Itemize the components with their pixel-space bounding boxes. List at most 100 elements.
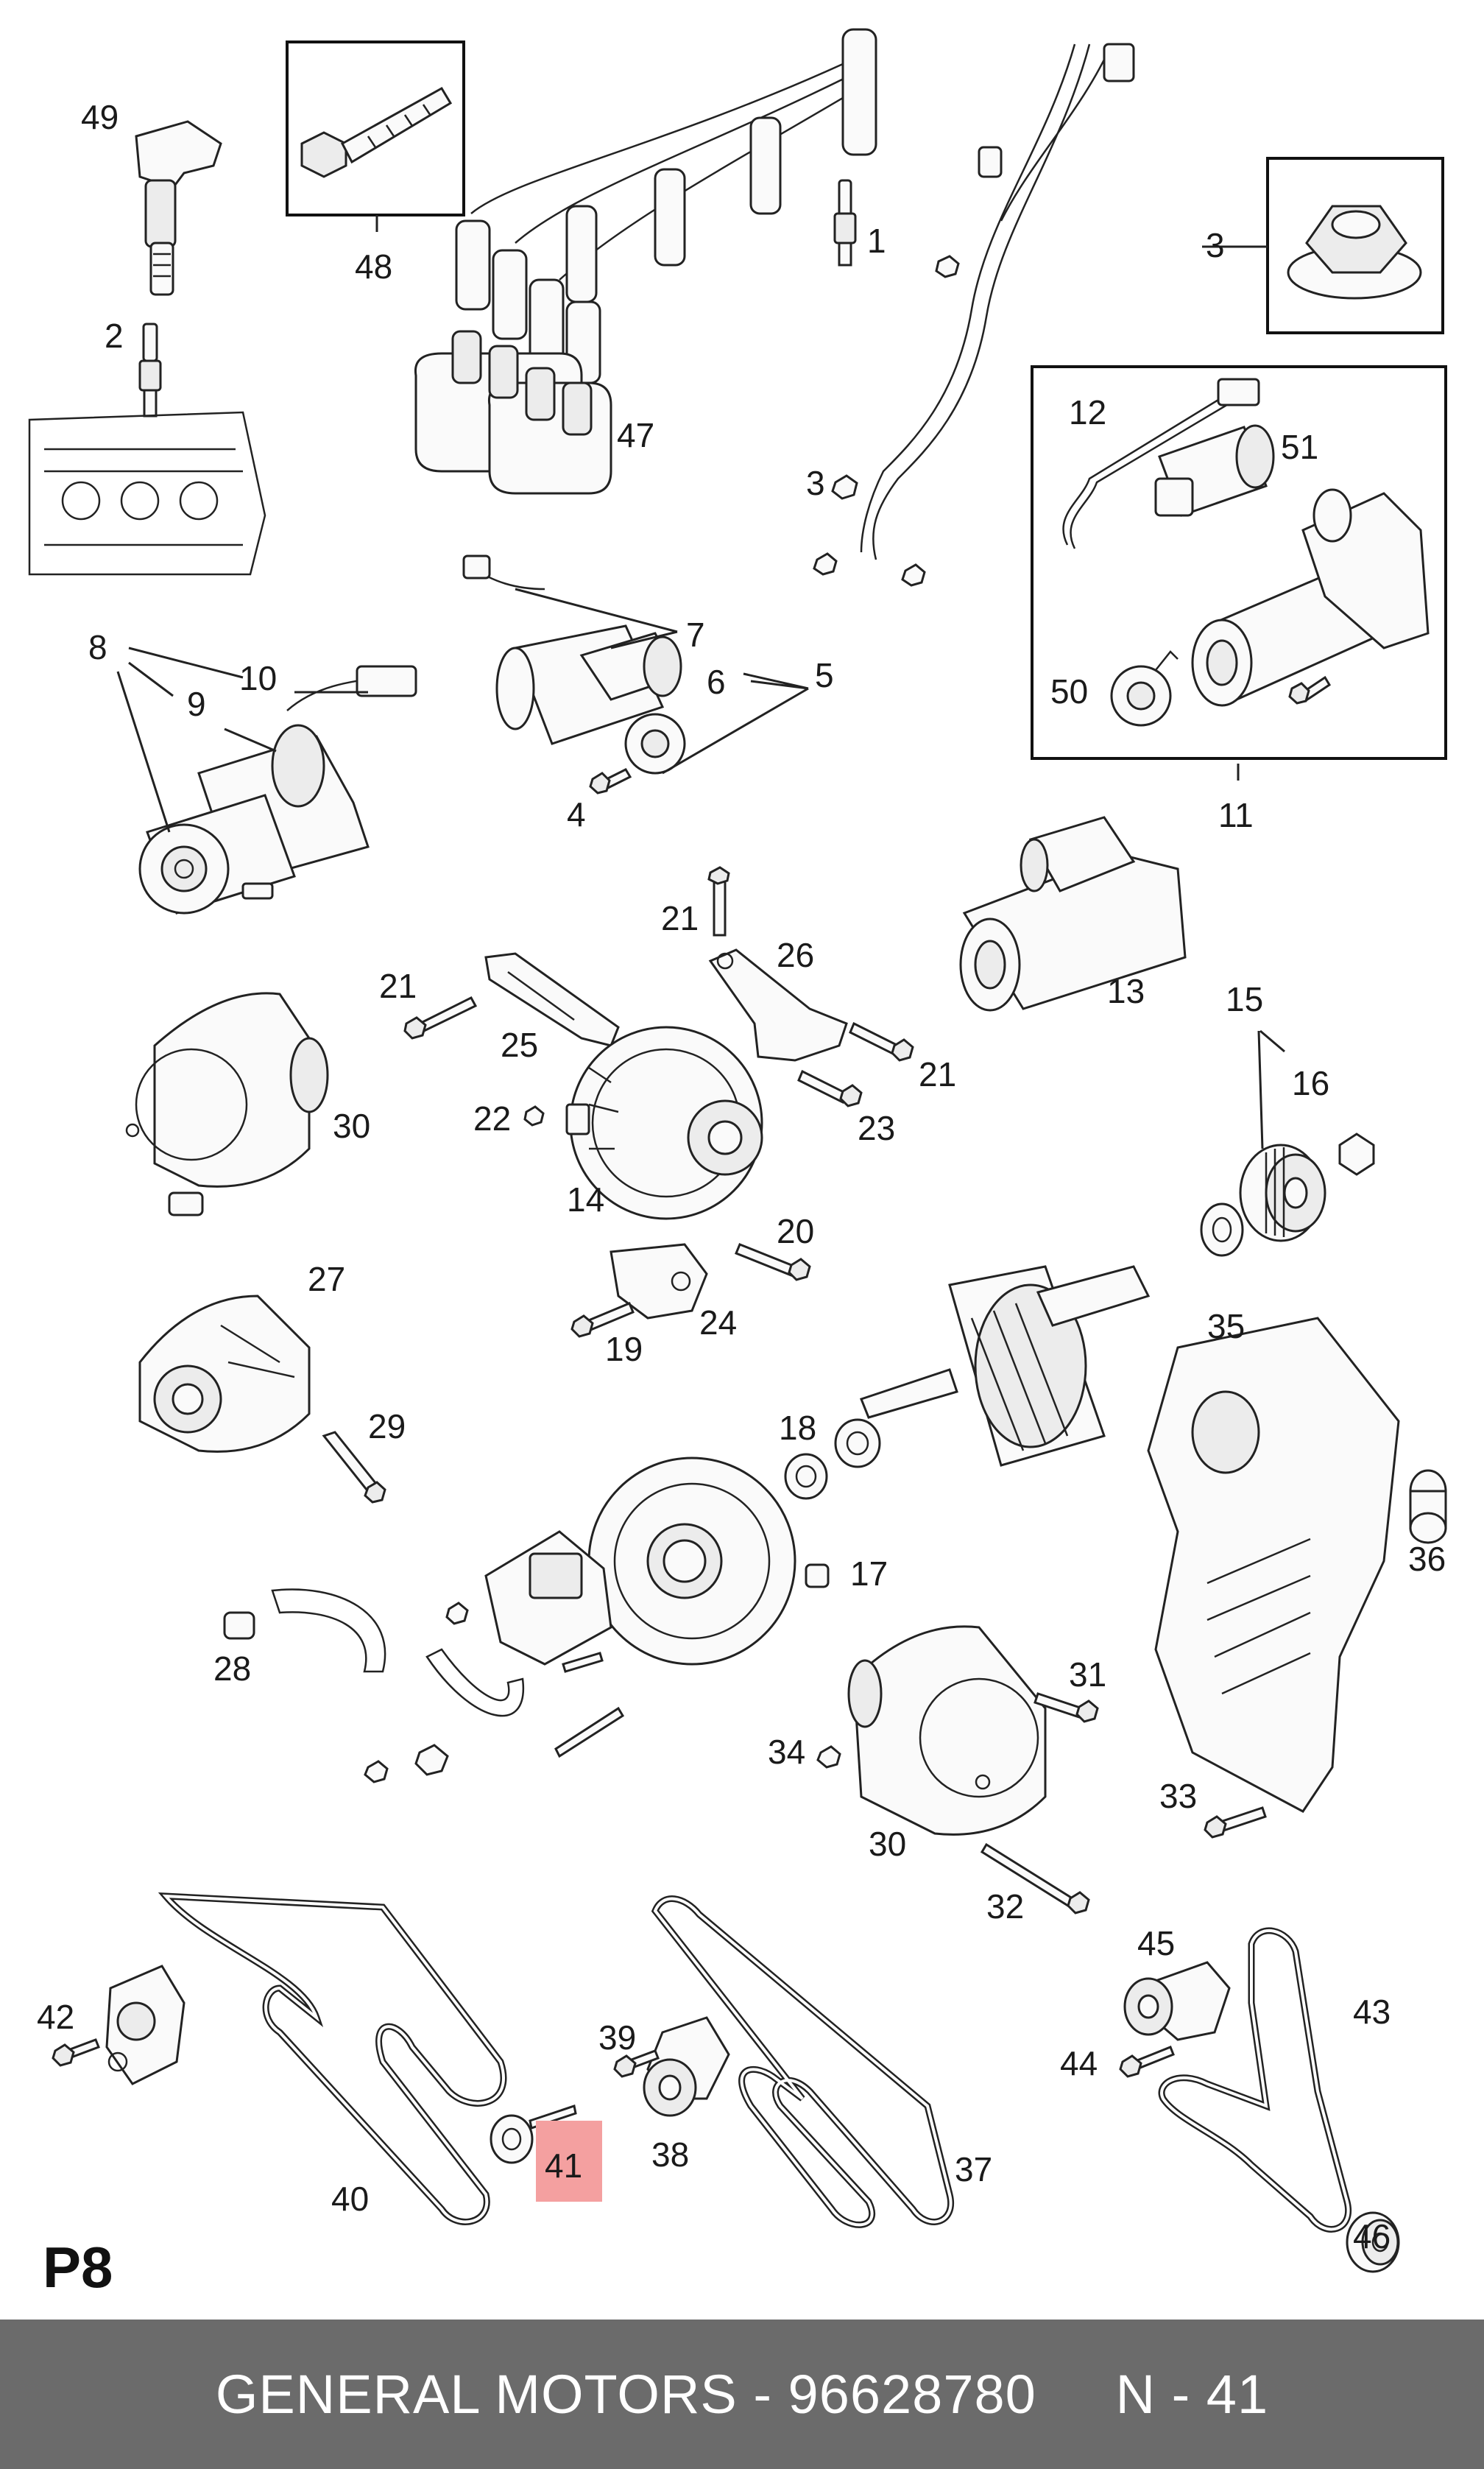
stator-housing [587,1457,796,1666]
callout-30b: 30 [869,1825,906,1863]
idler-pulley-46 [1346,2211,1400,2273]
callout-39: 39 [598,2018,636,2057]
callout-21c: 21 [919,1055,956,1093]
callout-50: 50 [1050,672,1088,711]
callout-44: 44 [1060,2044,1098,2082]
small-screws [364,1602,625,1783]
callout-48: 48 [355,247,392,286]
bracket-35 [1147,1317,1400,1813]
callout-25: 25 [501,1026,538,1064]
spark-plug-2 [138,323,162,418]
bracket-26 [708,948,848,1062]
footer-bar: GENERAL MOTORS - 96628780 N - 41 [0,2320,1484,2469]
tensioner-42 [105,1965,186,2085]
callout-19: 19 [605,1330,643,1368]
idler-pulley-41 [490,2105,577,2164]
starter-cable-12 [1062,378,1260,549]
starter-assembly-left [138,665,417,915]
callout-21b: 21 [379,967,417,1005]
callout-labels: 1 2 3 3 4 5 6 7 8 9 10 11 12 13 14 15 16… [37,98,1446,2255]
coil-pack-47 [414,330,612,495]
box-48 [286,40,465,216]
bushing-17 [805,1563,830,1588]
bushing-36 [1409,1469,1447,1544]
page-code: P8 [43,2235,113,2300]
alternator-14 [565,1026,763,1220]
bolts-19-20 [570,1243,811,1338]
bracket-24 [610,1243,708,1320]
flange-nut-3 [1287,205,1422,300]
callout-9: 9 [187,685,206,723]
callout-27: 27 [308,1260,345,1298]
engine-head [28,411,266,576]
starter-assembly-center [462,554,686,795]
callout-36: 36 [1408,1540,1446,1578]
belt-40 [158,1892,507,2225]
callout-14: 14 [567,1180,604,1219]
solenoid-51 [1154,424,1275,517]
callout-41: 41 [545,2146,582,2185]
bolt-48 [300,86,453,178]
regulator [484,1530,612,1666]
bolt-42 [52,2038,100,2067]
rectifier-plate-1 [271,1588,386,1673]
callout-28: 28 [213,1649,251,1688]
highlight-41 [536,2121,602,2202]
alternator-30-lower [847,1625,1047,1836]
spark-plug-1 [833,179,857,267]
callout-26: 26 [777,936,814,974]
callout-37: 37 [955,2150,992,2188]
callout-17: 17 [850,1554,888,1593]
callout-35: 35 [1207,1307,1245,1345]
leader-lines [116,215,1285,2157]
bolt-29 [322,1431,386,1504]
belt-37 [651,1895,955,2228]
pulley-15 [1239,1144,1326,1242]
callout-46: 46 [1353,2217,1391,2255]
callout-38: 38 [651,2135,689,2174]
callout-40: 40 [331,2180,369,2218]
ignition-wire-set [455,28,877,384]
alternator-30-upper [125,992,329,1216]
callout-11: 11 [1218,796,1254,834]
starter-13 [959,816,1187,1012]
callout-51: 51 [1281,428,1318,466]
drive-end-50 [1110,650,1179,727]
callout-6: 6 [707,663,726,701]
nut-3-small [831,474,858,500]
callout-3: 3 [1206,226,1225,264]
starter-11-body [1191,488,1430,707]
callout-8: 8 [88,628,107,666]
bolt-11 [1288,675,1332,705]
tensioner-38 [643,2016,730,2117]
callout-18: 18 [779,1409,816,1447]
callout-43: 43 [1353,1993,1391,2031]
callout-12: 12 [1069,393,1106,432]
footer-part-number: GENERAL MOTORS - 96628780 N - 41 [215,2364,1269,2425]
parts-diagram: 1 2 3 3 4 5 6 7 8 9 10 11 12 13 14 15 16… [28,28,1447,2273]
callout-1: 1 [867,222,886,260]
bolt-44 [1119,2046,1175,2078]
wiring-harness [813,43,1135,587]
callout-10: 10 [239,659,277,697]
callout-21a: 21 [661,899,699,937]
callout-45: 45 [1137,1924,1175,1962]
callout-49: 49 [81,98,119,136]
tensioner-45 [1123,1961,1231,2041]
callout-30a: 30 [333,1107,370,1145]
callout-15: 15 [1226,980,1263,1018]
callout-24: 24 [699,1303,737,1342]
callout-42: 42 [37,1998,74,2036]
box-11 [1031,365,1447,760]
callout-16: 16 [1292,1064,1329,1102]
callout-2: 2 [105,317,124,355]
bolts-31-32-34 [816,1692,1099,1915]
bolt-39 [613,2049,660,2078]
ignition-coil-49 [135,120,222,296]
callout-13: 13 [1107,972,1145,1010]
callout-47: 47 [617,416,654,454]
callout-4: 4 [567,795,586,834]
bolt-33 [1204,1806,1267,1839]
callout-3b: 3 [806,464,825,502]
belt-43 [1158,1927,1352,2233]
